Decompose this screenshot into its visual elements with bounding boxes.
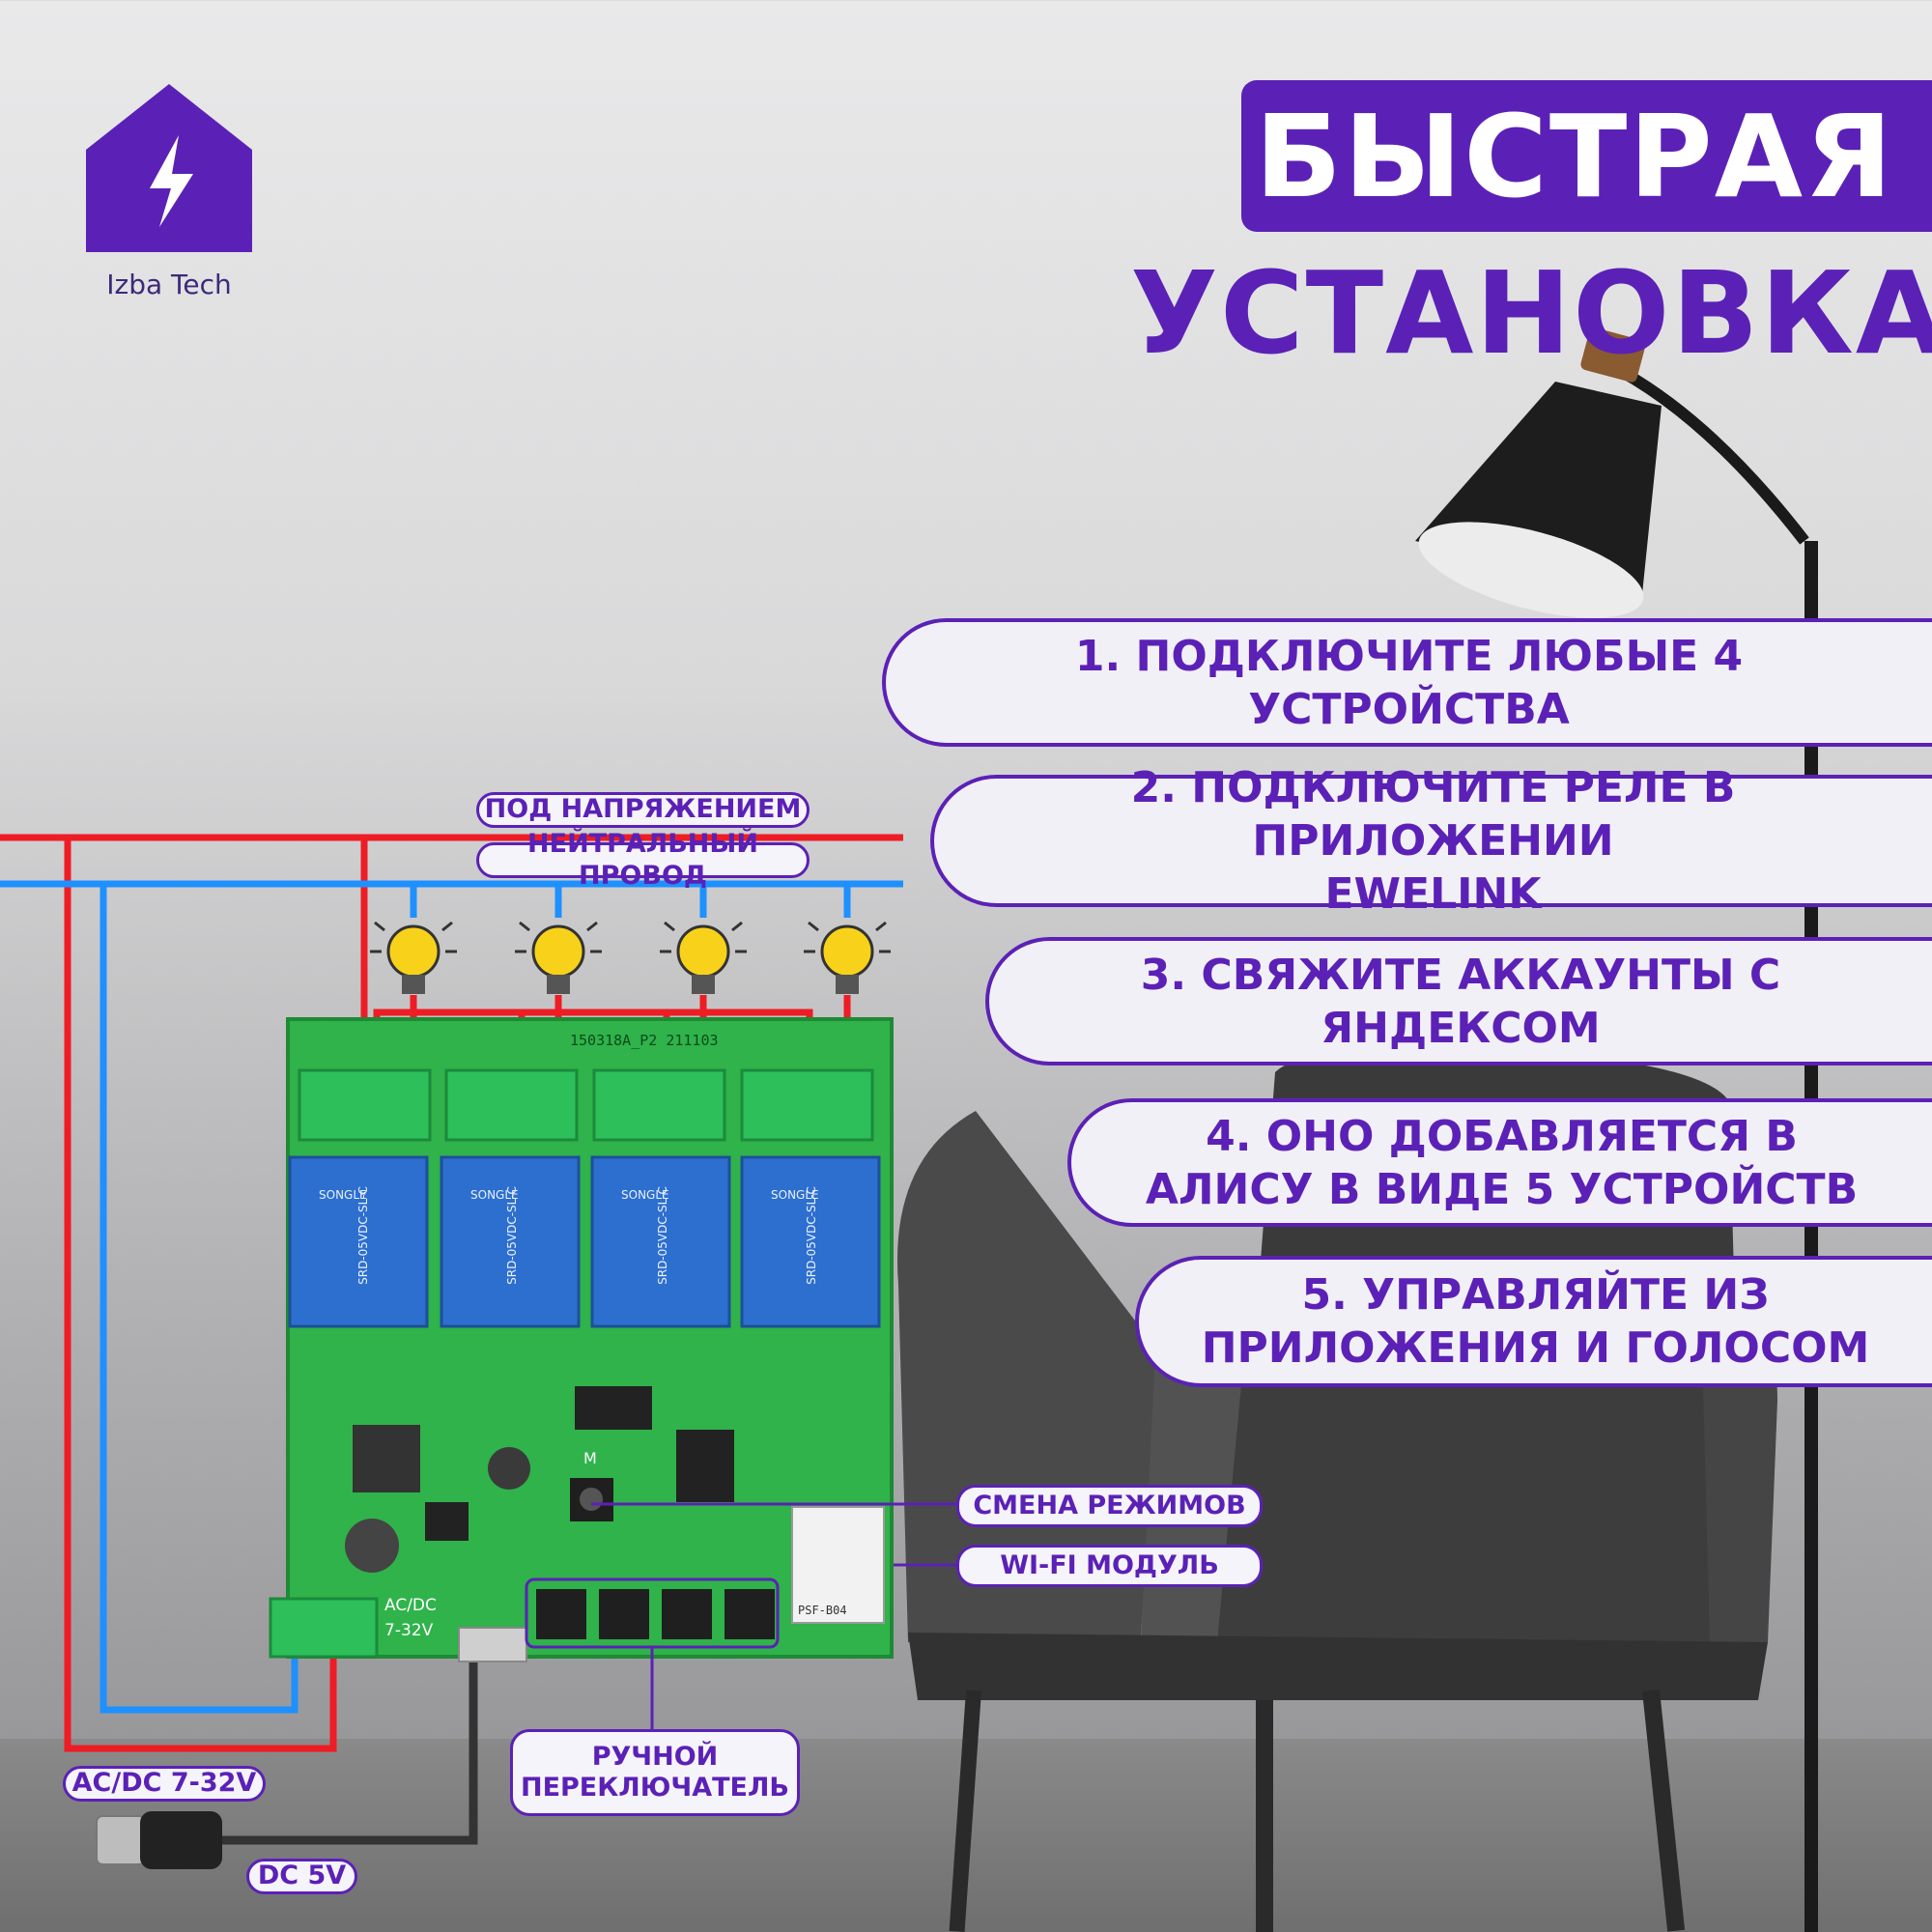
- bulbs: [370, 921, 891, 994]
- step-4-line-1: 4. ОНО ДОБАВЛЯЕТСЯ В: [1206, 1111, 1798, 1161]
- lightning-house-icon: [86, 84, 252, 252]
- step-4-line-2: АЛИСУ В ВИДЕ 5 УСТРОЙСТВ: [1145, 1164, 1859, 1214]
- title-line-1: БЫСТРАЯ: [1255, 89, 1894, 223]
- relay-board: [269, 1017, 956, 1729]
- relay-brand: SONGLE: [771, 1188, 819, 1202]
- label-live-wire: ПОД НАПРЯЖЕНИЕМ: [476, 792, 810, 828]
- label-manual-switch: РУЧНОЙ ПЕРЕКЛЮЧАТЕЛЬ: [510, 1729, 800, 1816]
- label-manual-switch-line-1: РУЧНОЙ: [591, 1741, 719, 1772]
- step-1: 1. ПОДКЛЮЧИТЕ ЛЮБЫЕ 4 УСТРОЙСТВА: [882, 618, 1932, 747]
- title-banner: [1241, 80, 1932, 232]
- floor-lamp: [1415, 327, 1818, 1932]
- step-5-line-1: 5. УПРАВЛЯЙТЕ ИЗ: [1301, 1270, 1770, 1320]
- relay-brand: SONGLE: [319, 1188, 367, 1202]
- label-power-dc: DC 5V: [246, 1859, 357, 1894]
- board-power-print-1: AC/DC: [384, 1596, 437, 1615]
- relay-brand: SONGLE: [621, 1188, 669, 1202]
- step-1-line-1: 1. ПОДКЛЮЧИТЕ ЛЮБЫЕ 4 УСТРОЙСТВА: [1074, 631, 1744, 734]
- label-manual-switch-line-2: ПЕРЕКЛЮЧАТЕЛЬ: [520, 1773, 790, 1803]
- label-power-acdc: AC/DC 7-32V: [63, 1766, 266, 1802]
- step-2-line-1: 2. ПОДКЛЮЧИТЕ РЕЛЕ В ПРИЛОЖЕНИИ: [1130, 763, 1736, 866]
- brand-name: Izba Tech: [106, 269, 232, 300]
- wifi-module-print: PSF-B04: [798, 1604, 847, 1617]
- step-4: 4. ОНО ДОБАВЛЯЕТСЯ В АЛИСУ В ВИДЕ 5 УСТР…: [1067, 1098, 1932, 1227]
- board-button-mark: M: [583, 1449, 597, 1467]
- board-serial: 150318A_P2 211103: [570, 1032, 719, 1049]
- label-mode-switch: СМЕНА РЕЖИМОВ: [956, 1485, 1263, 1527]
- step-5: 5. УПРАВЛЯЙТЕ ИЗ ПРИЛОЖЕНИЯ И ГОЛОСОМ: [1135, 1256, 1932, 1387]
- relay-brand: SONGLE: [470, 1188, 519, 1202]
- label-neutral-wire: НЕЙТРАЛЬНЫЙ ПРОВОД: [476, 829, 810, 891]
- step-3-line-1: 3. СВЯЖИТЕ АККАУНТЫ С ЯНДЕКСОМ: [1140, 950, 1781, 1053]
- label-wifi-module: WI-FI МОДУЛЬ: [956, 1545, 1263, 1587]
- step-3: 3. СВЯЖИТЕ АККАУНТЫ С ЯНДЕКСОМ: [985, 937, 1932, 1065]
- board-power-print-2: 7-32V: [384, 1621, 434, 1640]
- title-line-2: УСТАНОВКА: [1130, 246, 1932, 380]
- step-2-line-2: EWELINK: [1324, 869, 1542, 919]
- step-2: 2. ПОДКЛЮЧИТЕ РЕЛЕ В ПРИЛОЖЕНИИ EWELINK: [930, 763, 1932, 919]
- usb-plug-icon: [96, 1811, 222, 1869]
- step-5-line-2: ПРИЛОЖЕНИЯ И ГОЛОСОМ: [1201, 1323, 1870, 1373]
